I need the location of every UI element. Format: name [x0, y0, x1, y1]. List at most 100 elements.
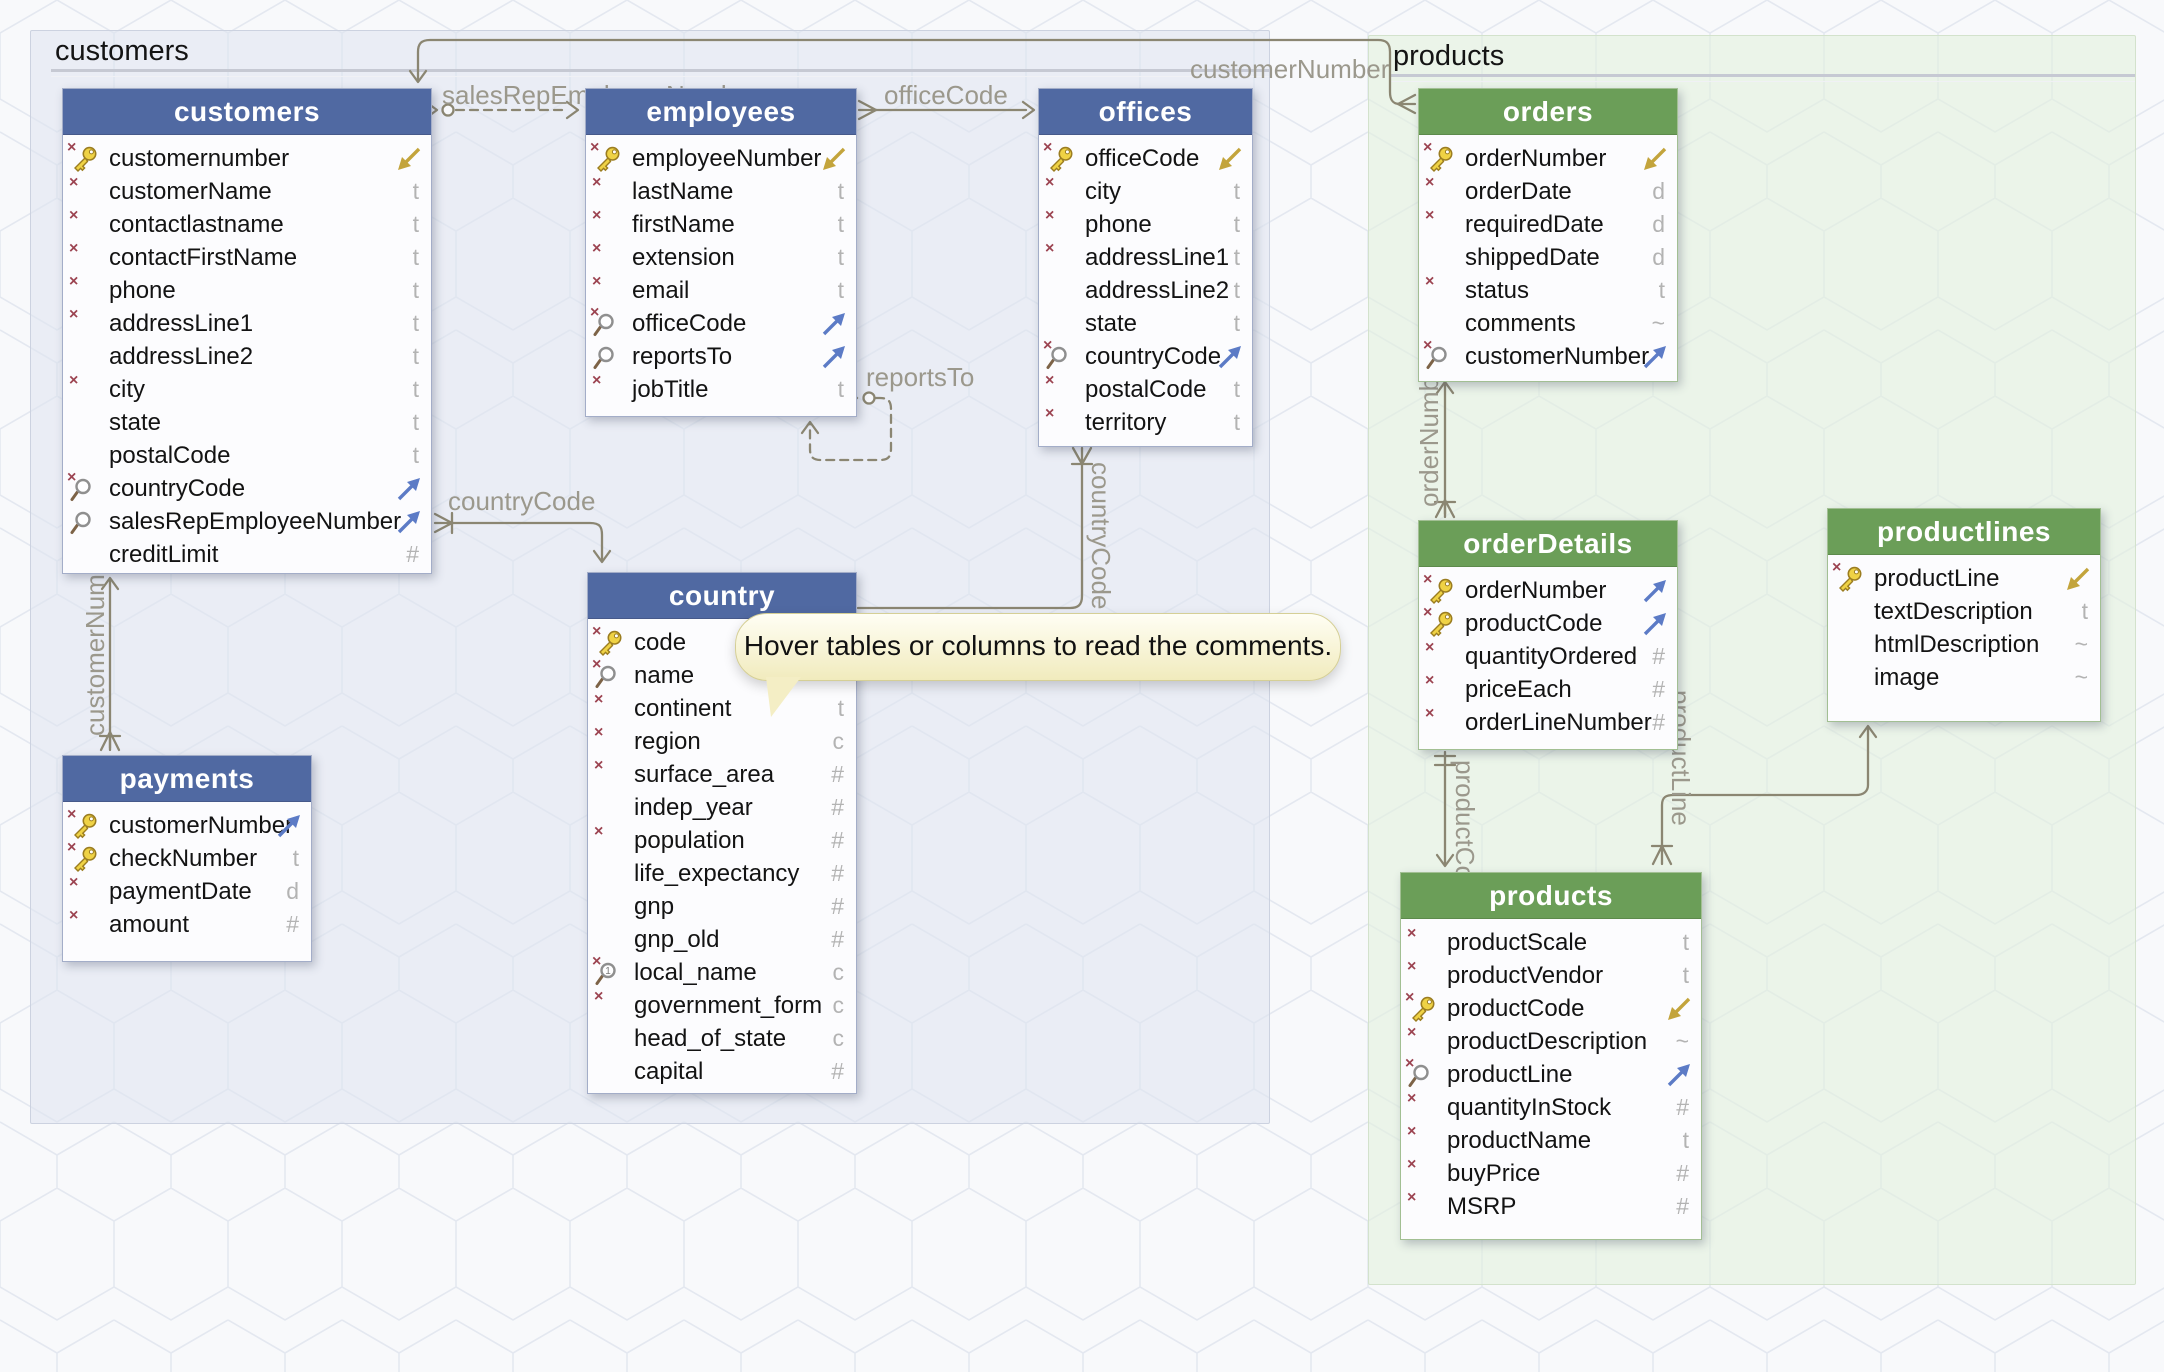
table-title[interactable]: productlines — [1828, 509, 2100, 555]
table-title[interactable]: offices — [1039, 89, 1252, 135]
column-row[interactable]: ×orderLineNumber# — [1419, 706, 1677, 739]
column-row[interactable]: ×officeCode — [586, 305, 856, 340]
column-row[interactable]: creditLimit# — [63, 538, 431, 571]
column-name: postalCode — [1085, 376, 1207, 403]
column-row[interactable]: salesRepEmployeeNumber — [63, 505, 431, 538]
column-row[interactable]: ×surface_area# — [588, 758, 856, 791]
column-row[interactable]: reportsTo — [586, 340, 856, 373]
type-letter: t — [412, 442, 419, 468]
column-row[interactable]: ×productCode — [1419, 605, 1677, 640]
column-row[interactable]: ×countryCode — [1039, 338, 1252, 373]
type-letter: # — [831, 1058, 844, 1084]
table-title[interactable]: payments — [63, 756, 311, 802]
column-row[interactable]: comments~ — [1419, 307, 1677, 340]
column-row[interactable]: image~ — [1828, 661, 2100, 694]
not-null-icon: × — [1407, 1156, 1417, 1173]
column-row[interactable]: life_expectancy# — [588, 857, 856, 890]
column-row[interactable]: ×priceEach# — [1419, 673, 1677, 706]
column-row[interactable]: ×productCode — [1401, 990, 1701, 1025]
column-name: buyPrice — [1447, 1160, 1541, 1187]
table-title[interactable]: orders — [1419, 89, 1677, 135]
not-null-icon: × — [1045, 240, 1055, 257]
column-row[interactable]: gnp_old# — [588, 923, 856, 956]
column-row[interactable]: ×productLine — [1401, 1056, 1701, 1091]
table-title[interactable]: country — [588, 573, 856, 619]
column-row[interactable]: ×quantityOrdered# — [1419, 640, 1677, 673]
column-row[interactable]: capital# — [588, 1055, 856, 1088]
referenced-arrow-icon — [398, 147, 421, 170]
table-orderDetails[interactable]: orderDetails ×orderNumber×productCode×qua… — [1418, 520, 1678, 750]
column-row[interactable]: ×name — [588, 657, 856, 692]
column-row[interactable]: indep_year# — [588, 791, 856, 824]
column-row[interactable]: ×customernumber — [63, 140, 431, 175]
column-row[interactable]: ×code — [588, 624, 856, 659]
column-row[interactable]: ×orderNumber — [1419, 572, 1677, 607]
column-row[interactable]: ×population# — [588, 824, 856, 857]
column-row[interactable]: ×productDescription~ — [1401, 1025, 1701, 1058]
column-row[interactable]: htmlDescription~ — [1828, 628, 2100, 661]
column-row[interactable]: ×customerNumber — [1419, 337, 1677, 373]
column-row[interactable]: ×customerNumber — [63, 807, 311, 842]
column-row[interactable]: ×countryCode — [63, 470, 431, 505]
column-row[interactable]: ×buyPrice# — [1401, 1157, 1701, 1190]
column-row[interactable]: ×amount# — [63, 908, 311, 941]
table-title[interactable]: products — [1401, 873, 1701, 919]
table-title[interactable]: employees — [586, 89, 856, 135]
column-row[interactable]: ×officeCode — [1039, 140, 1252, 175]
column-row[interactable]: ×quantityInStock# — [1401, 1091, 1701, 1124]
not-null-icon: × — [1423, 337, 1433, 354]
column-row[interactable]: ×orderNumber — [1419, 140, 1677, 175]
column-row[interactable]: ×employeeNumber — [586, 140, 856, 175]
table-title[interactable]: customers — [63, 89, 431, 135]
column-row[interactable]: ×productLine — [1828, 560, 2100, 595]
column-row[interactable]: gnp# — [588, 890, 856, 923]
column-row[interactable]: ×MSRP# — [1401, 1190, 1701, 1223]
table-title[interactable]: orderDetails — [1419, 521, 1677, 567]
relation-label-customerNumber-payments: customerNumber — [80, 536, 110, 736]
not-null-icon: × — [69, 372, 79, 389]
